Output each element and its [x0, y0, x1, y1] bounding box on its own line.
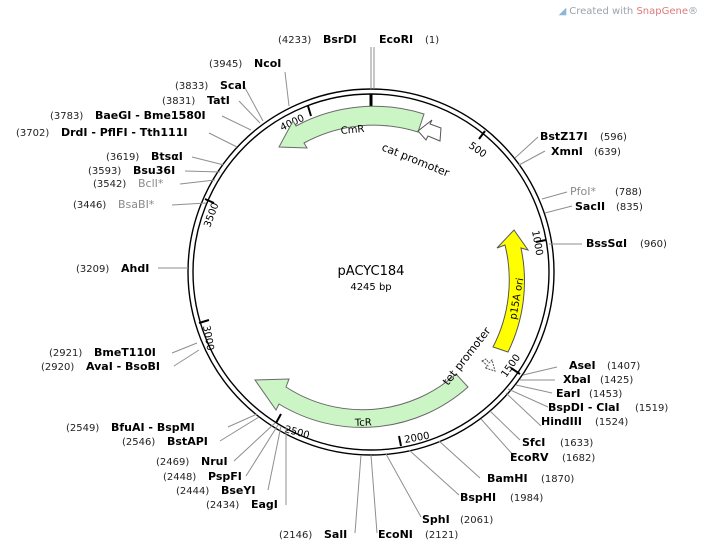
tick-marks — [198, 105, 547, 447]
site-sphi-pos: (2061) — [460, 515, 493, 526]
tick-label-1500: 1500 — [499, 353, 523, 380]
site-bsabi-pos: (3446) — [73, 200, 106, 211]
site-drdi-name: DrdI - PflFI - Tth111I — [61, 126, 187, 139]
site-xmni-name: XmnI — [551, 145, 583, 158]
site-bsrdi-pos: (4233) — [278, 35, 311, 46]
site-bseyi-pos: (2444) — [176, 486, 209, 497]
site-sphi-name: SphI — [422, 513, 450, 526]
plasmid-name: pACYC184 — [338, 264, 405, 279]
site-nrui-pos: (2469) — [156, 457, 189, 468]
site-ecori-pos: (1) — [425, 35, 439, 46]
tick-label-500: 500 — [466, 140, 488, 160]
restriction-sites: (4233) BsrDI EcoRI (1) (3945) NcoI (3833… — [16, 33, 668, 541]
site-bfuai-name: BfuAI - BspMI — [111, 421, 195, 434]
site-sali-name: SalI — [324, 528, 347, 541]
site-bstapi-pos: (2546) — [122, 437, 155, 448]
site-bamhi-pos: (1870) — [541, 474, 574, 485]
site-bsssai-pos: (960) — [640, 239, 667, 250]
site-sacii-pos: (835) — [616, 202, 643, 213]
feature-tet-promoter-arrow — [481, 358, 496, 372]
snapgene-logo-icon: ◢ — [558, 6, 567, 17]
site-eari-name: EarI — [556, 387, 580, 400]
feature-tcr-label: TcR — [354, 417, 372, 429]
site-bcli-pos: (3542) — [93, 179, 126, 190]
site-xbai-pos: (1425) — [600, 375, 633, 386]
site-ncoi-pos: (3945) — [209, 59, 242, 70]
site-avai-name: AvaI - BsoBI — [86, 360, 160, 373]
site-eagi-pos: (2434) — [206, 500, 239, 511]
site-pfoi-pos: (788) — [615, 187, 642, 198]
site-bseyi-name: BseYI — [221, 484, 255, 497]
site-eagi-name: EagI — [251, 498, 278, 511]
site-tati-pos: (3831) — [162, 96, 195, 107]
site-bcli-name: BclI* — [138, 177, 164, 190]
site-bfuai-pos: (2549) — [66, 423, 99, 434]
site-sfci-pos: (1633) — [560, 438, 593, 449]
snapgene-credit: ◢Created with SnapGene® — [558, 6, 698, 17]
site-scai-name: ScaI — [220, 79, 246, 92]
site-bspdi-pos: (1519) — [635, 403, 668, 414]
site-hindiii-name: HindIII — [541, 415, 582, 428]
site-bstapi-name: BstAPI — [167, 435, 208, 448]
site-hindiii-pos: (1524) — [595, 417, 628, 428]
tick-labels: 500 1000 1500 2000 2500 3000 3500 4000 — [200, 113, 544, 446]
site-bstz17i-name: BstZ17I — [540, 130, 588, 143]
site-ecorv-name: EcoRV — [510, 451, 549, 464]
site-bsu36i-name: Bsu36I — [133, 164, 175, 177]
site-xbai-name: XbaI — [563, 373, 591, 386]
site-bsphi-name: BspHI — [460, 491, 496, 504]
site-nrui-name: NruI — [201, 455, 228, 468]
site-baegi-pos: (3783) — [50, 111, 83, 122]
site-econi-pos: (2121) — [425, 530, 458, 541]
tick-label-2000: 2000 — [404, 431, 431, 446]
plasmid-length: 4245 bp — [350, 282, 391, 293]
site-scai-pos: (3833) — [175, 81, 208, 92]
site-ncoi-name: NcoI — [254, 57, 281, 70]
site-bsssai-name: BssSαI — [586, 237, 627, 250]
site-ecorv-pos: (1682) — [562, 453, 595, 464]
site-bmet110i-pos: (2921) — [49, 348, 82, 359]
site-pspfi-name: PspFI — [208, 470, 242, 483]
site-tati-name: TatI — [207, 94, 230, 107]
site-bsphi-pos: (1984) — [510, 493, 543, 504]
site-drdi-pos: (3702) — [16, 128, 49, 139]
site-btsai-pos: (3619) — [106, 152, 139, 163]
site-asei-name: AseI — [569, 359, 596, 372]
site-econi-name: EcoNI — [378, 528, 413, 541]
feature-cmr-label: CmR — [340, 124, 365, 137]
site-sali-pos: (2146) — [279, 530, 312, 541]
site-eari-pos: (1453) — [589, 389, 622, 400]
site-btsai-name: BtsαI — [151, 150, 183, 163]
feature-tcr-arrow — [254, 373, 469, 428]
site-sfci-name: SfcI — [522, 436, 545, 449]
site-pfoi-name: PfoI* — [570, 185, 596, 198]
site-bsrdi-name: BsrDI — [323, 33, 357, 46]
feature-cat-promoter-label: cat promoter — [380, 141, 452, 180]
site-bsabi-name: BsaBI* — [118, 198, 155, 211]
site-ecori-name: EcoRI — [379, 33, 413, 46]
site-baegi-name: BaeGI - Bme1580I — [95, 109, 206, 122]
site-bamhi-name: BamHI — [487, 472, 528, 485]
site-sacii-name: SacII — [575, 200, 605, 213]
feature-cmr-arrow — [278, 105, 425, 149]
feature-p15a-ori-arrow — [492, 229, 530, 353]
site-bspdi-name: BspDI - ClaI — [548, 401, 620, 414]
site-bsu36i-pos: (3593) — [88, 166, 121, 177]
feature-tet-promoter-label: tet promoter — [440, 324, 494, 387]
site-bstz17i-pos: (596) — [600, 132, 627, 143]
feature-cat-promoter-arrow — [417, 119, 442, 142]
site-pspfi-pos: (2448) — [163, 472, 196, 483]
tick-label-1000: 1000 — [529, 230, 544, 257]
site-ahdi-pos: (3209) — [76, 264, 109, 275]
site-leader-lines — [158, 47, 582, 534]
site-xmni-pos: (639) — [594, 147, 621, 158]
site-bmet110i-name: BmeT110I — [94, 346, 156, 359]
tick-label-3000: 3000 — [200, 325, 215, 352]
site-avai-pos: (2920) — [41, 362, 74, 373]
site-asei-pos: (1407) — [607, 361, 640, 372]
site-ahdi-name: AhdI — [121, 262, 149, 275]
